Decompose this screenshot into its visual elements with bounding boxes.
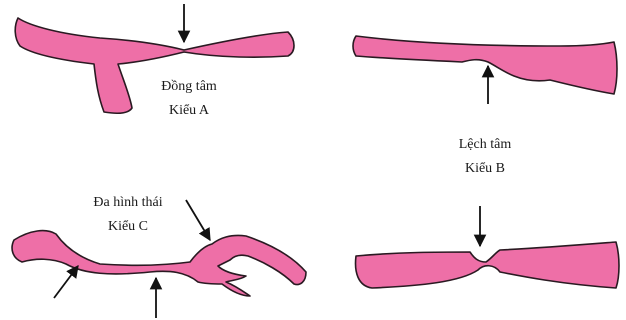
vessel-c-body bbox=[12, 231, 306, 296]
vessel-type-c bbox=[12, 231, 306, 296]
label-type-b-line2: Kiểu B bbox=[430, 160, 540, 178]
vessel-type-b bbox=[353, 36, 617, 94]
label-type-b: Lệch tâm Kiểu B bbox=[430, 136, 540, 178]
label-type-a: Đồng tâm Kiểu A bbox=[134, 78, 244, 120]
arrow-type-c-left bbox=[54, 266, 78, 298]
label-type-a-line2: Kiểu A bbox=[134, 102, 244, 120]
vessel-b-body bbox=[353, 36, 617, 94]
label-type-b-line1: Lệch tâm bbox=[430, 136, 540, 154]
arrow-type-c-top bbox=[186, 200, 210, 240]
vessel-type-b-notch bbox=[356, 242, 619, 288]
label-type-c-line1: Đa hình thái bbox=[68, 194, 188, 212]
label-type-c-line2: Kiểu C bbox=[68, 218, 188, 236]
vessel-b2-body bbox=[356, 242, 619, 288]
label-type-c: Đa hình thái Kiểu C bbox=[68, 194, 188, 236]
label-type-a-line1: Đồng tâm bbox=[134, 78, 244, 96]
